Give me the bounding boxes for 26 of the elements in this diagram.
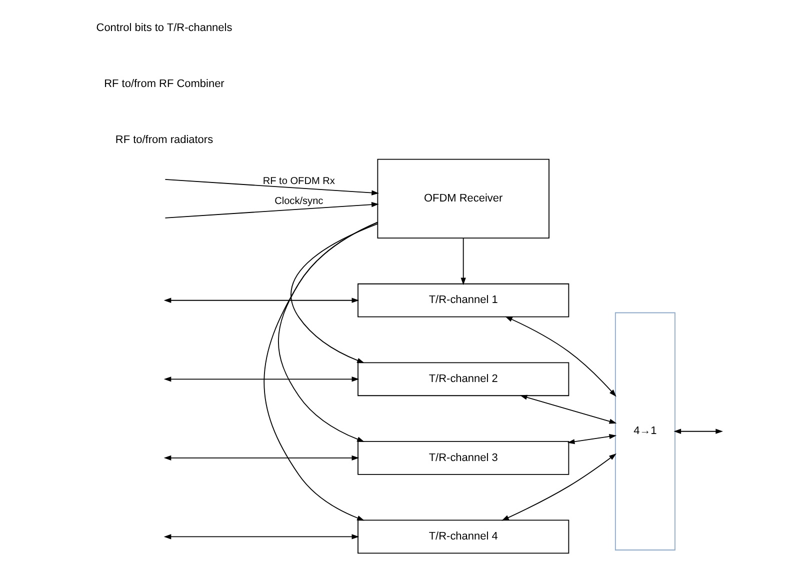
edge-label: RF to OFDM Rx — [262, 176, 335, 187]
node-box: T/R-channel 2 — [358, 362, 570, 396]
arrow — [502, 453, 616, 521]
arrow — [674, 428, 723, 434]
label: Control bits to T/R-channels — [96, 22, 232, 34]
node-box: T/R-channel 4 — [358, 520, 570, 554]
arrow — [164, 376, 360, 382]
arrow — [164, 202, 379, 218]
arrow — [164, 178, 379, 196]
edge-label: Clock/sync — [274, 196, 324, 207]
arrow — [164, 298, 360, 303]
node-box: T/R-channel 1 — [358, 283, 570, 318]
node-box: OFDM Receiver — [377, 158, 550, 239]
arrow — [460, 238, 466, 286]
arrow — [264, 222, 378, 521]
node-box: T/R-channel 3 — [358, 440, 570, 475]
arrow — [164, 534, 360, 540]
arrow — [520, 394, 617, 424]
arrow — [164, 455, 360, 460]
arrow — [567, 434, 617, 444]
node-box: 4→1 — [614, 312, 676, 550]
arrow — [278, 222, 378, 442]
label: RF to/from RF Combiner — [104, 78, 224, 90]
arrow — [505, 316, 616, 397]
arrow — [290, 223, 378, 364]
label: RF to/from radiators — [115, 134, 214, 146]
